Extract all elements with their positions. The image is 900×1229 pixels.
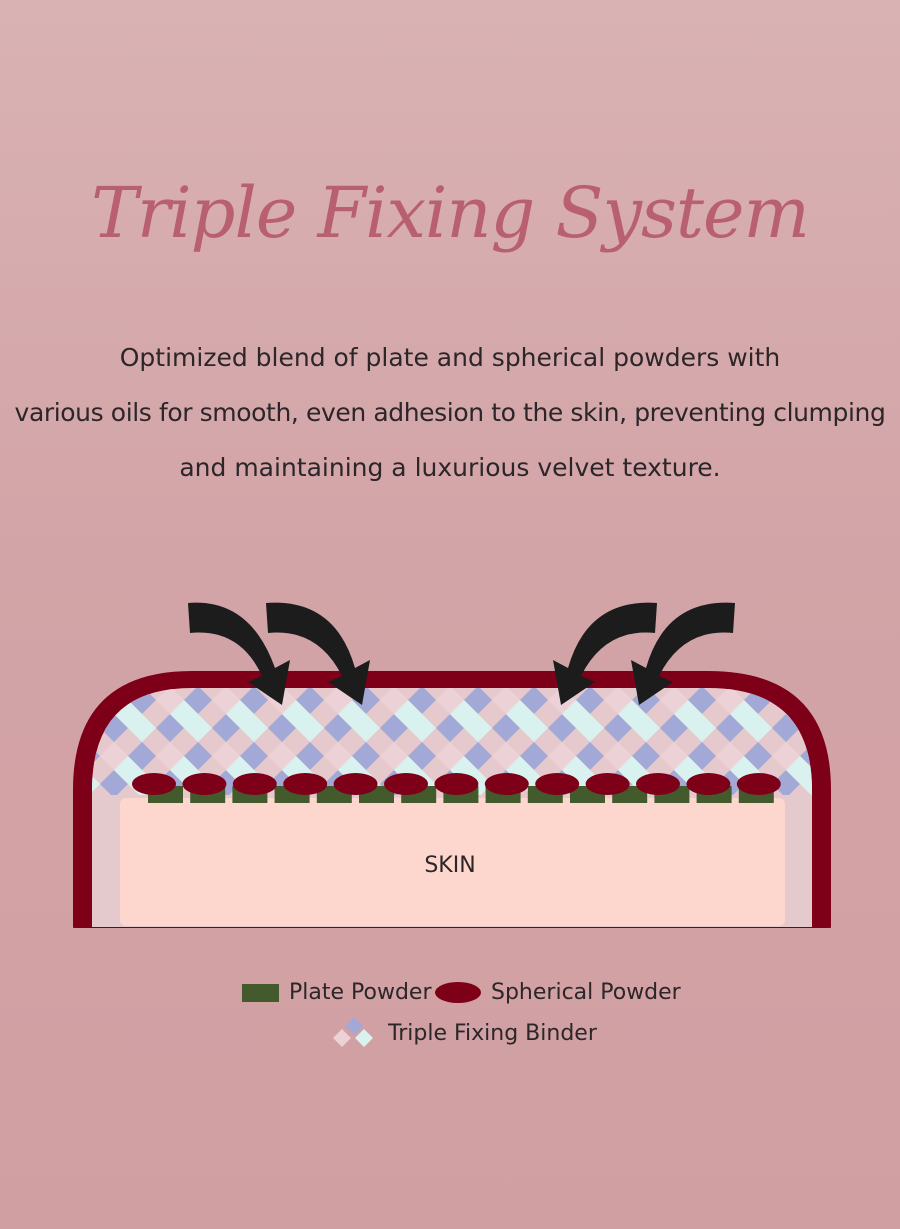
description-line: and maintaining a luxurious velvet textu… [179,453,721,482]
page-title: Triple Fixing System [91,172,810,254]
spherical-powder [736,773,781,795]
spherical-powder [132,773,176,795]
description-line: various oils for smooth, even adhesion t… [14,398,886,427]
spherical-powder [636,773,680,795]
spherical-powder [182,773,227,795]
spherical-powder [232,773,277,795]
arrow-icon [631,602,735,705]
spherical-powder [333,773,378,795]
spherical-powder [484,773,529,795]
legend-plate-label: Plate Powder [289,980,432,1005]
legend-spherical-label: Spherical Powder [491,980,681,1005]
spherical-powder [434,773,479,795]
arrow-icon [266,602,370,705]
legend-spherical: Spherical Powder [435,980,681,1005]
spherical-powder [585,773,630,795]
binder-icon [333,1017,373,1047]
legend-binder-label: Triple Fixing Binder [388,1020,597,1046]
skin-layer [120,798,785,926]
legend-binder: Triple Fixing Binder [330,1015,597,1051]
arrow-icon [188,602,290,705]
skin-label: SKIN [424,853,476,878]
spherical-powder [535,773,580,795]
spherical-powder [384,773,428,795]
description-line: Optimized blend of plate and spherical p… [119,343,781,372]
spherical-powder [283,773,328,795]
arrow-icons [188,602,735,705]
description: Optimized blend of plate and spherical p… [0,330,900,495]
plate-powder-icon [242,983,279,1002]
legend-plate: Plate Powder [242,980,432,1005]
arrow-icon [553,602,657,705]
spherical-powder-icon [435,982,481,1003]
spherical-powder [686,773,731,795]
fixing-diagram [73,602,831,928]
